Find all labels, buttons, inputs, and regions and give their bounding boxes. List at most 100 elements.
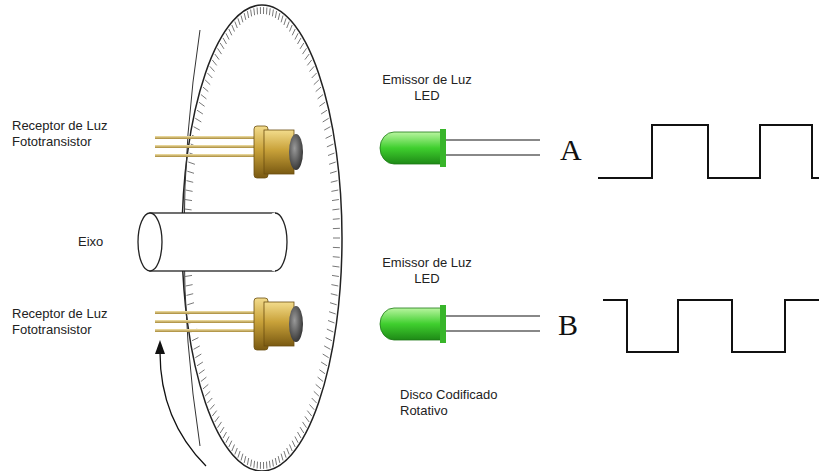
disc-slot bbox=[332, 200, 339, 201]
disc-slot bbox=[186, 190, 193, 191]
disc-slot bbox=[331, 285, 338, 286]
disc-slot bbox=[272, 10, 273, 17]
disc-slot bbox=[314, 391, 319, 396]
disc-slot bbox=[318, 377, 324, 381]
disc-slot bbox=[303, 422, 307, 428]
disc-slot bbox=[185, 275, 192, 276]
disc-slot bbox=[323, 354, 329, 358]
disc-slot bbox=[269, 8, 271, 15]
shaft bbox=[138, 213, 287, 271]
disc-slot bbox=[263, 7, 264, 14]
disc-slot bbox=[247, 458, 248, 465]
disc-slot bbox=[210, 66, 215, 71]
disc-slot bbox=[333, 218, 340, 220]
disc-slot bbox=[223, 38, 227, 44]
disc-slot bbox=[185, 209, 192, 211]
disc-slot bbox=[218, 48, 222, 54]
disc-slot bbox=[333, 247, 340, 248]
disc-slot bbox=[238, 18, 240, 25]
disc-slot bbox=[205, 80, 210, 85]
disc-slot bbox=[187, 303, 194, 305]
disc-slot bbox=[203, 87, 208, 92]
disc-slot bbox=[210, 405, 215, 410]
disc-slot bbox=[330, 303, 337, 305]
disc-slot bbox=[316, 87, 321, 92]
disc-slot bbox=[321, 362, 327, 366]
disc-slot bbox=[330, 171, 337, 173]
disc-slot bbox=[260, 7, 261, 14]
disc-slot bbox=[298, 432, 302, 438]
disc-slot bbox=[324, 346, 330, 349]
disc-slot bbox=[220, 43, 224, 49]
disc-slot bbox=[332, 275, 339, 276]
disc-slot bbox=[329, 162, 336, 164]
disc-slot bbox=[284, 18, 286, 25]
receptor-label: Receptor de Luz Fototransistor bbox=[12, 118, 152, 150]
disc-slot bbox=[329, 312, 336, 314]
disc-slot bbox=[292, 29, 295, 35]
disc-slot bbox=[232, 25, 235, 32]
disc-slot bbox=[298, 38, 302, 44]
disc-slot bbox=[215, 416, 219, 422]
signal-name: B bbox=[558, 309, 592, 341]
disc-slot bbox=[257, 8, 258, 15]
disc-slot bbox=[333, 228, 340, 229]
disc-slot bbox=[235, 22, 238, 29]
disc-slot bbox=[324, 127, 330, 130]
disc-slot bbox=[323, 118, 329, 122]
disc-slot bbox=[201, 377, 207, 381]
disc-slot bbox=[238, 451, 240, 458]
disc-slot bbox=[295, 33, 298, 39]
disc-slot bbox=[275, 458, 276, 465]
disc-slot bbox=[327, 144, 333, 147]
disc-slot bbox=[220, 427, 224, 433]
disc-slot bbox=[287, 448, 290, 455]
disc-slot bbox=[305, 416, 309, 422]
disc-slot bbox=[215, 54, 219, 60]
disc-slot bbox=[197, 110, 203, 114]
disc-slot bbox=[226, 437, 229, 443]
disc-slot bbox=[195, 354, 201, 358]
disc-slot bbox=[281, 16, 283, 23]
signal-b-waveform bbox=[603, 300, 819, 352]
rotation-arrowhead bbox=[155, 340, 165, 354]
disc-label: Disco Codificado Rotativo bbox=[400, 387, 520, 419]
disc-slot bbox=[328, 153, 335, 156]
disc-slot bbox=[300, 43, 304, 49]
disc-slot bbox=[331, 294, 338, 296]
disc-slot bbox=[284, 451, 286, 458]
disc-slot bbox=[207, 398, 212, 403]
disc-slot bbox=[290, 25, 293, 32]
disc-slot bbox=[305, 54, 309, 60]
disc-slot bbox=[281, 454, 283, 461]
disc-slot bbox=[257, 462, 258, 469]
shaft-label: Eixo bbox=[78, 234, 128, 250]
disc-slot bbox=[333, 238, 340, 239]
disc-slot bbox=[192, 338, 198, 341]
disc-slot bbox=[226, 33, 229, 39]
disc-slot bbox=[223, 432, 227, 438]
disc-slot bbox=[295, 437, 298, 443]
disc-slot bbox=[199, 102, 205, 106]
disc-slot bbox=[318, 95, 324, 99]
disc-slot bbox=[316, 384, 321, 389]
disc-slot bbox=[188, 162, 195, 164]
disc-slot bbox=[287, 22, 290, 29]
disc-slot bbox=[275, 11, 276, 18]
disc-slot bbox=[312, 398, 317, 403]
disc-slot bbox=[205, 391, 210, 396]
disc-slot bbox=[194, 346, 200, 349]
disc-slot bbox=[244, 456, 246, 463]
signal-name: A bbox=[560, 134, 594, 166]
disc-slot bbox=[244, 13, 246, 20]
disc-slot bbox=[241, 454, 243, 461]
disc-slot bbox=[328, 321, 335, 324]
disc-slot bbox=[333, 256, 340, 258]
disc-slot bbox=[266, 462, 267, 469]
disc-slot bbox=[241, 16, 243, 23]
disc-slot bbox=[232, 445, 235, 452]
disc-slot bbox=[300, 427, 304, 433]
disc-slot bbox=[229, 441, 232, 447]
disc-slot bbox=[331, 190, 338, 191]
